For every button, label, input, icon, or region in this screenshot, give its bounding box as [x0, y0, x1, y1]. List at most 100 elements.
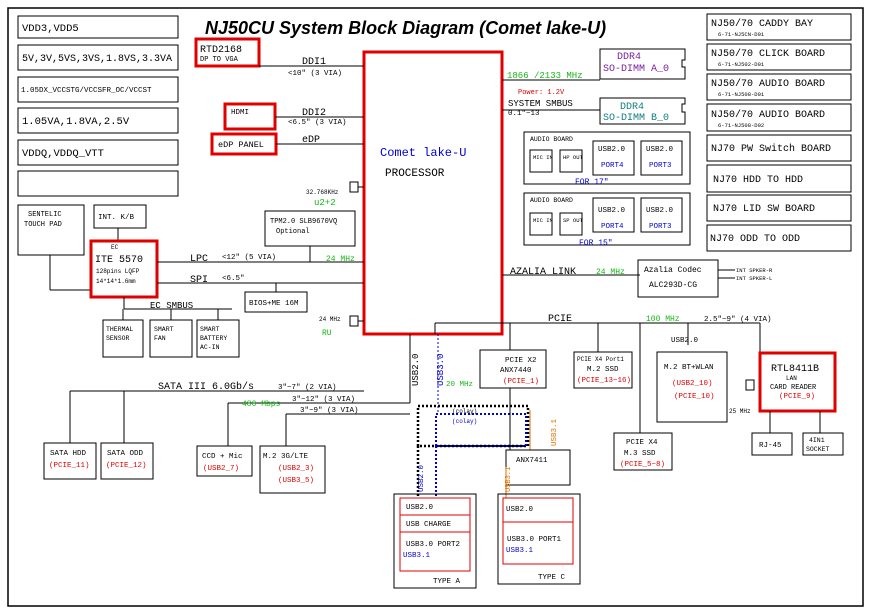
power-rails: VDD3,VDD5 5V,3V,5VS,3VS,1.8VS,3.3VA 1.05… — [17, 15, 179, 197]
svg-text:(USB2_3): (USB2_3) — [278, 465, 314, 473]
video-outputs: RTD2168 DP TO VGA DDI1 <10" (3 VIA) HDMI… — [194, 37, 364, 156]
type-a: TYPE A — [433, 578, 461, 586]
svg-text:25 MHz: 25 MHz — [729, 408, 751, 415]
dimm-b: DDR4 — [620, 102, 644, 113]
rail-4: 1.05VA,1.8VA,2.5V — [22, 116, 130, 128]
svg-text:2.5"~9" (4 VIA): 2.5"~9" (4 VIA) — [704, 316, 772, 324]
board-4: NJ50/70 AUDIO BOARD — [711, 109, 825, 121]
board-3: NJ50/70 AUDIO BOARD — [711, 78, 825, 90]
svg-text:(PCIE_11): (PCIE_11) — [49, 462, 90, 470]
svg-text:24 MHz: 24 MHz — [596, 268, 625, 277]
svg-text:6-71-NJ5CN-D01: 6-71-NJ5CN-D01 — [718, 31, 765, 38]
ddi1-label: DDI1 — [302, 57, 326, 68]
ddi2-label: DDI2 — [302, 108, 326, 119]
svg-text:USB CHARGE: USB CHARGE — [406, 521, 452, 529]
dimm-b-sub: SO-DIMM B_0 — [603, 113, 669, 124]
board-8: NJ70 ODD TO ODD — [710, 234, 800, 245]
svg-text:PCIE X4: PCIE X4 — [626, 439, 658, 447]
audio-board-17: AUDIO BOARD MIC IN HP OUT USB2.0 PORT4 U… — [523, 131, 691, 187]
svg-text:USB3.1: USB3.1 — [506, 547, 534, 555]
pcie-bus: PCIE 100 MHz 2.5"~9" (4 VIA) PCIE X2 ANX… — [434, 314, 844, 471]
ddi2-len: <6.5" (3 VIA) — [288, 119, 347, 127]
svg-text:M.2 BT+WLAN: M.2 BT+WLAN — [664, 364, 714, 372]
svg-text:(PCIE_1): (PCIE_1) — [503, 378, 539, 386]
azalia-link: AZALIA LINK — [510, 267, 576, 278]
svg-text:14*14*1.6mm: 14*14*1.6mm — [96, 278, 136, 285]
svg-text:20 MHz: 20 MHz — [446, 381, 473, 389]
svg-text:32.768KHz: 32.768KHz — [306, 189, 339, 196]
rtd-sub: DP TO VGA — [200, 56, 239, 64]
svg-text:<12" (5 VIA): <12" (5 VIA) — [222, 254, 276, 262]
svg-text:FOR 15": FOR 15" — [579, 239, 613, 248]
clocks: 32.768KHz u2+2 24 MHz RU — [306, 181, 364, 338]
cpu-name: Comet lake-U — [380, 146, 466, 160]
svg-text:100 MHz: 100 MHz — [646, 315, 680, 324]
svg-text:128pins LQFP: 128pins LQFP — [96, 268, 140, 275]
svg-text:24 MHz: 24 MHz — [326, 255, 355, 264]
rail-2: 5V,3V,5VS,3VS,1.8VS,3.3VA — [22, 54, 172, 65]
cpu-box — [362, 50, 504, 336]
edp-panel: eDP PANEL — [218, 140, 264, 150]
svg-text:6-71-NJ502-D01: 6-71-NJ502-D01 — [718, 61, 765, 68]
rail-5: VDDQ,VDDQ_VTT — [22, 148, 104, 160]
rail-3: 1.05DX_VCCSTG/VCCSFR_OC/VCCST — [21, 87, 152, 95]
svg-text:(PCIE_12): (PCIE_12) — [106, 462, 147, 470]
board-2: NJ50/70 CLICK BOARD — [711, 48, 825, 60]
svg-text:AC-IN: AC-IN — [200, 344, 220, 351]
svg-text:480 Mbps: 480 Mbps — [242, 400, 281, 409]
svg-text:3"~12" (3 VIA): 3"~12" (3 VIA) — [292, 396, 355, 404]
sata: SATA III 6.0Gb/s 3"~7" (2 VIA) SATA HDD … — [43, 381, 364, 480]
svg-text:USB2.0: USB2.0 — [646, 146, 674, 154]
svg-text:ANX7440: ANX7440 — [500, 367, 532, 375]
ec-section: SENTELIC TOUCH PAD INT. K/B EC ITE 5570 … — [17, 204, 364, 358]
svg-text:INT SPKER-R: INT SPKER-R — [736, 267, 773, 274]
svg-text:PORT4: PORT4 — [601, 162, 624, 170]
lpc-label: LPC — [190, 254, 208, 265]
rtl-chip: RTL8411B — [771, 364, 819, 375]
svg-text:PORT3: PORT3 — [649, 223, 672, 231]
svg-text:(PCIE_5~8): (PCIE_5~8) — [620, 461, 665, 469]
board-6: NJ70 HDD TO HDD — [713, 175, 803, 186]
svg-text:M.2 SSD: M.2 SSD — [587, 366, 619, 374]
int-kb: INT. K/B — [98, 214, 135, 222]
memory: 1866 /2133 MHz Power: 1.2V SYSTEM SMBUS … — [502, 48, 686, 125]
svg-text:PCIE: PCIE — [548, 314, 572, 325]
svg-text:SP OUT: SP OUT — [563, 217, 584, 224]
bios: BIOS+ME 16M — [249, 300, 299, 308]
diagram-title: NJ50CU System Block Diagram (Comet lake-… — [205, 18, 606, 38]
svg-text:USB2.0: USB2.0 — [671, 337, 699, 345]
svg-text:<6.5": <6.5" — [222, 275, 245, 283]
svg-text:USB3.0 PORT1: USB3.0 PORT1 — [507, 536, 562, 544]
svg-text:USB2.0: USB2.0 — [646, 207, 674, 215]
ec-label: EC — [111, 244, 119, 251]
svg-text:PORT4: PORT4 — [601, 223, 624, 231]
svg-text:USB3.0 PORT2: USB3.0 PORT2 — [406, 541, 460, 549]
svg-text:CCD + Mic: CCD + Mic — [202, 453, 243, 461]
svg-text:USB2.0: USB2.0 — [506, 506, 534, 514]
svg-text:AUDIO BOARD: AUDIO BOARD — [530, 136, 573, 143]
svg-text:MIC IN: MIC IN — [533, 217, 553, 224]
svg-text:3"~7" (2 VIA): 3"~7" (2 VIA) — [278, 384, 337, 392]
svg-text:3"~9" (3 VIA): 3"~9" (3 VIA) — [300, 407, 359, 415]
svg-text:USB3.1: USB3.1 — [551, 418, 559, 446]
svg-text:FAN: FAN — [154, 335, 166, 342]
outer-frame — [7, 7, 864, 607]
svg-text:M.2 3G/LTE: M.2 3G/LTE — [263, 453, 309, 461]
mem-power: Power: 1.2V — [518, 89, 565, 97]
svg-text:SATA HDD: SATA HDD — [50, 450, 87, 458]
cpu-sub: PROCESSOR — [385, 168, 445, 180]
rail-1: VDD3,VDD5 — [22, 23, 79, 35]
svg-text:Optional: Optional — [276, 228, 310, 236]
svg-text:HP OUT: HP OUT — [563, 154, 584, 161]
svg-text:u2+2: u2+2 — [314, 198, 336, 208]
azalia: AZALIA LINK 24 MHz Azalia Codec ALC293D-… — [502, 259, 773, 298]
board-list: NJ50/70 CADDY BAY 6-71-NJ5CN-D01 NJ50/70… — [706, 13, 852, 252]
svg-text:THERMAL: THERMAL — [106, 326, 133, 333]
usb: USB2.0 USB3.0 480 Mbps 3"~12" (3 VIA) 3"… — [196, 334, 581, 589]
svg-text:LAN: LAN — [786, 375, 797, 382]
svg-text:FOR 17": FOR 17" — [575, 178, 609, 187]
rtd-chip: RTD2168 — [200, 45, 242, 56]
spi-label: SPI — [190, 275, 208, 286]
svg-text:(colay): (colay) — [452, 418, 477, 425]
